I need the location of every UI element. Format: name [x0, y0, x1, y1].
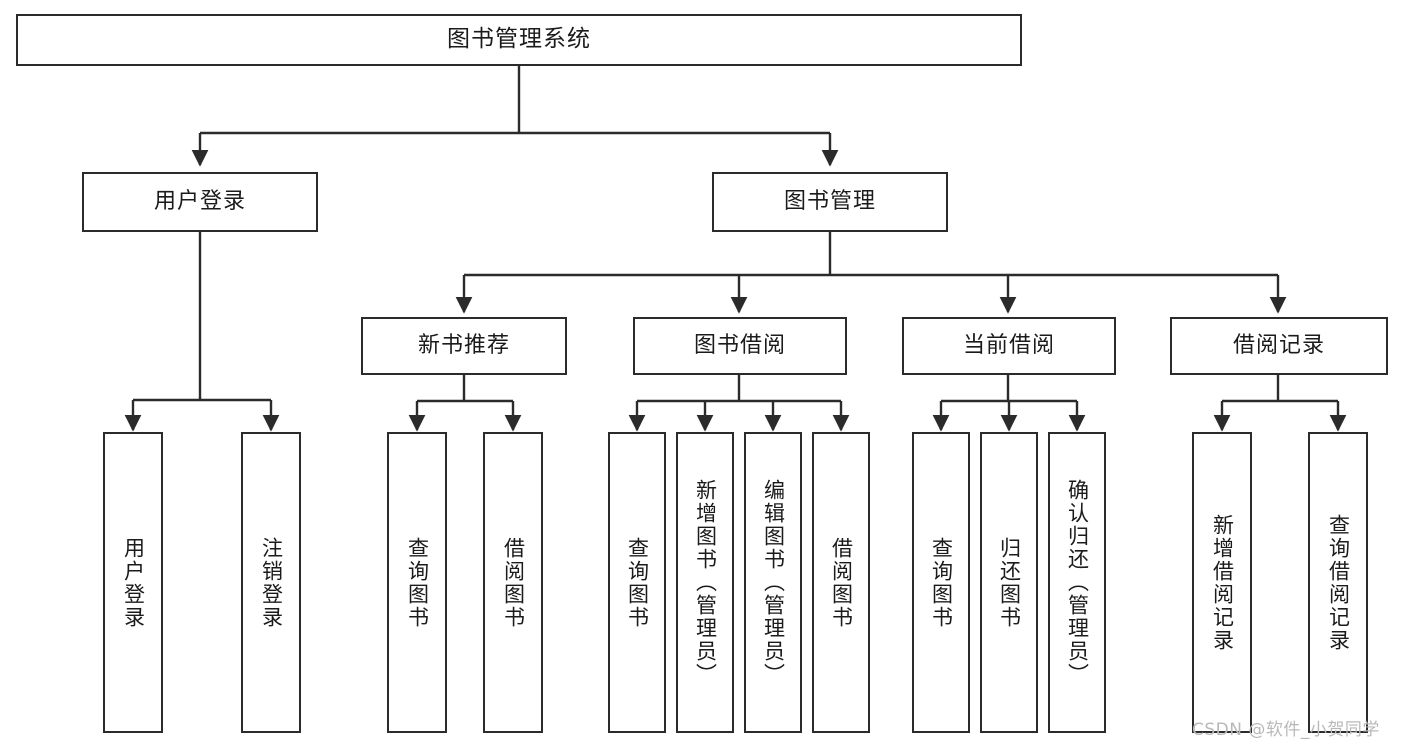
node-user-login[interactable]: 用户登录	[82, 172, 318, 232]
leaf-add-record-label: 新增借阅记录	[1210, 513, 1235, 652]
leaf-add-book[interactable]: 新增图书（管理员）	[676, 432, 734, 733]
leaf-confirm-return-label: 确认归还（管理员）	[1065, 479, 1090, 686]
leaf-borrow-book-2-label: 借阅图书	[829, 536, 854, 629]
leaf-query-book-3-label: 查询图书	[929, 536, 954, 629]
leaf-borrow-book-1[interactable]: 借阅图书	[483, 432, 543, 733]
leaf-borrow-book-2[interactable]: 借阅图书	[812, 432, 870, 733]
node-current-borrow[interactable]: 当前借阅	[902, 317, 1116, 375]
watermark-text: CSDN @软件_小贺同学	[1192, 720, 1380, 740]
leaf-borrow-book-1-label: 借阅图书	[501, 536, 526, 629]
leaf-query-book-1[interactable]: 查询图书	[387, 432, 447, 733]
leaf-query-book-2-label: 查询图书	[625, 536, 650, 629]
node-new-book-recommend[interactable]: 新书推荐	[361, 317, 567, 375]
leaf-add-record[interactable]: 新增借阅记录	[1192, 432, 1252, 733]
leaf-user-login[interactable]: 用户登录	[103, 432, 163, 733]
leaf-edit-book-label: 编辑图书（管理员）	[761, 479, 786, 686]
node-book-management[interactable]: 图书管理	[712, 172, 948, 232]
node-borrow-record[interactable]: 借阅记录	[1170, 317, 1388, 375]
node-book-management-label: 图书管理	[783, 188, 876, 214]
node-book-borrow-label: 图书借阅	[693, 332, 786, 358]
node-current-borrow-label: 当前借阅	[962, 332, 1055, 358]
leaf-confirm-return[interactable]: 确认归还（管理员）	[1048, 432, 1106, 733]
node-new-book-recommend-label: 新书推荐	[417, 332, 510, 358]
node-user-login-label: 用户登录	[153, 188, 246, 214]
leaf-query-book-2[interactable]: 查询图书	[608, 432, 666, 733]
leaf-user-login-label: 用户登录	[121, 536, 146, 629]
leaf-query-record[interactable]: 查询借阅记录	[1308, 432, 1368, 733]
node-root-label: 图书管理系统	[447, 26, 591, 53]
leaf-logout-login-label: 注销登录	[259, 536, 284, 629]
node-book-borrow[interactable]: 图书借阅	[633, 317, 847, 375]
node-borrow-record-label: 借阅记录	[1232, 332, 1325, 358]
node-root-book-management-system[interactable]: 图书管理系统	[16, 14, 1022, 66]
leaf-logout-login[interactable]: 注销登录	[241, 432, 301, 733]
leaf-add-book-label: 新增图书（管理员）	[693, 479, 718, 686]
leaf-return-book-label: 归还图书	[997, 536, 1022, 629]
leaf-query-record-label: 查询借阅记录	[1326, 513, 1351, 652]
leaf-query-book-3[interactable]: 查询图书	[912, 432, 970, 733]
leaf-query-book-1-label: 查询图书	[405, 536, 430, 629]
leaf-return-book[interactable]: 归还图书	[980, 432, 1038, 733]
leaf-edit-book[interactable]: 编辑图书（管理员）	[744, 432, 802, 733]
